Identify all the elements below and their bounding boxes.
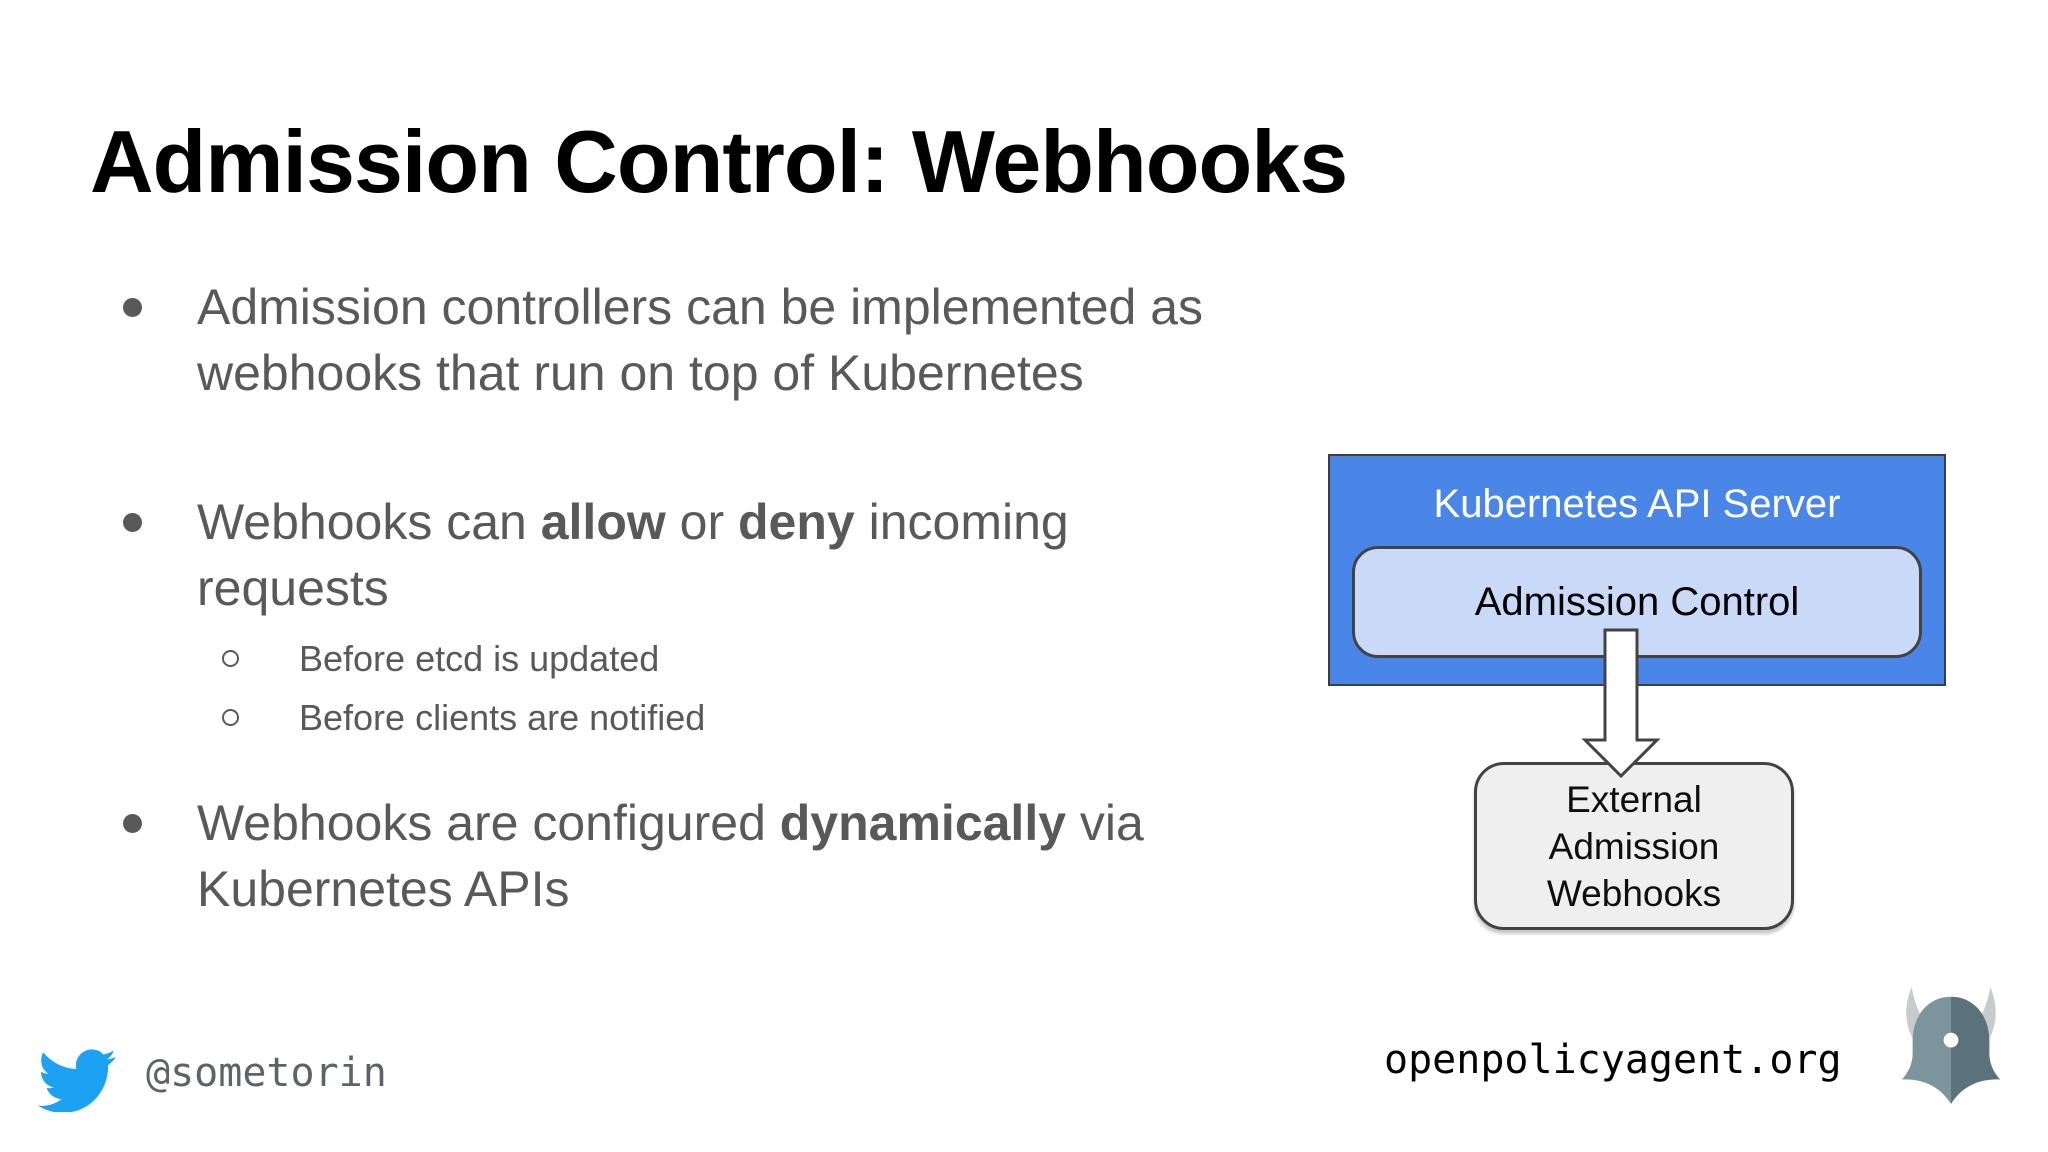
bullet-3-part: via Kubernetes APIs: [197, 795, 1144, 917]
external-admission-webhooks-box: External Admission Webhooks: [1474, 762, 1794, 930]
bullet-text-2: Webhooks can allow or deny incoming requ…: [197, 489, 1255, 621]
external-box-line-3: Webhooks: [1546, 872, 1722, 914]
bullet-2-part: or: [665, 494, 739, 550]
bullet-text-3: Webhooks are configured dynamically via …: [197, 790, 1255, 922]
sub-bullet-text-1: Before etcd is updated: [299, 638, 660, 679]
slide-title: Admission Control: Webhooks: [90, 112, 1348, 211]
sub-bullet-item-2: Before clients are notified: [90, 688, 1255, 747]
bullet-text-1: Admission controllers can be implemented…: [197, 274, 1255, 406]
bullet-list: Admission controllers can be implemented…: [90, 274, 1255, 922]
bullet-3-part: Webhooks are configured: [197, 795, 780, 851]
bullet-dot-icon: [123, 814, 142, 833]
opa-helmet-left: [1901, 996, 1951, 1105]
opa-eye: [1943, 1032, 1959, 1048]
bullet-item-1: Admission controllers can be implemented…: [90, 274, 1255, 406]
bullet-dot-icon: [123, 298, 142, 317]
twitter-handle: @sometorin: [146, 1050, 387, 1096]
bullet-2-part: incoming requests: [197, 494, 1069, 616]
down-arrow-icon: [1581, 628, 1661, 778]
kubernetes-api-server-label: Kubernetes API Server: [1433, 482, 1841, 526]
bullet-item-3: Webhooks are configured dynamically via …: [90, 790, 1255, 922]
opa-website-text: openpolicyagent.org: [1384, 1037, 1842, 1083]
bullet-3-bold-dynamically: dynamically: [779, 795, 1067, 851]
sub-bullet-list: Before etcd is updated Before clients ar…: [90, 629, 1255, 747]
bullet-2-bold-deny: deny: [738, 494, 855, 550]
hollow-bullet-icon: [222, 709, 239, 726]
sub-bullet-text-2: Before clients are notified: [299, 697, 706, 738]
admission-control-label: Admission Control: [1474, 579, 1800, 624]
hollow-bullet-icon: [222, 650, 239, 667]
external-box-line-2: Admission: [1548, 825, 1720, 867]
sub-bullet-item-1: Before etcd is updated: [90, 629, 1255, 688]
opa-helmet-right: [1951, 996, 2001, 1105]
opa-helmet-logo: [1901, 986, 2001, 1105]
twitter-bird-icon: [38, 1049, 116, 1112]
bullet-item-2: Webhooks can allow or deny incoming requ…: [90, 489, 1255, 621]
bullet-dot-icon: [123, 513, 142, 532]
bullet-1-part: Admission controllers can be implemented…: [197, 279, 1204, 401]
external-box-line-1: External: [1566, 778, 1702, 820]
bullet-2-bold-allow: allow: [540, 494, 666, 550]
bullet-2-part: Webhooks can: [197, 494, 541, 550]
